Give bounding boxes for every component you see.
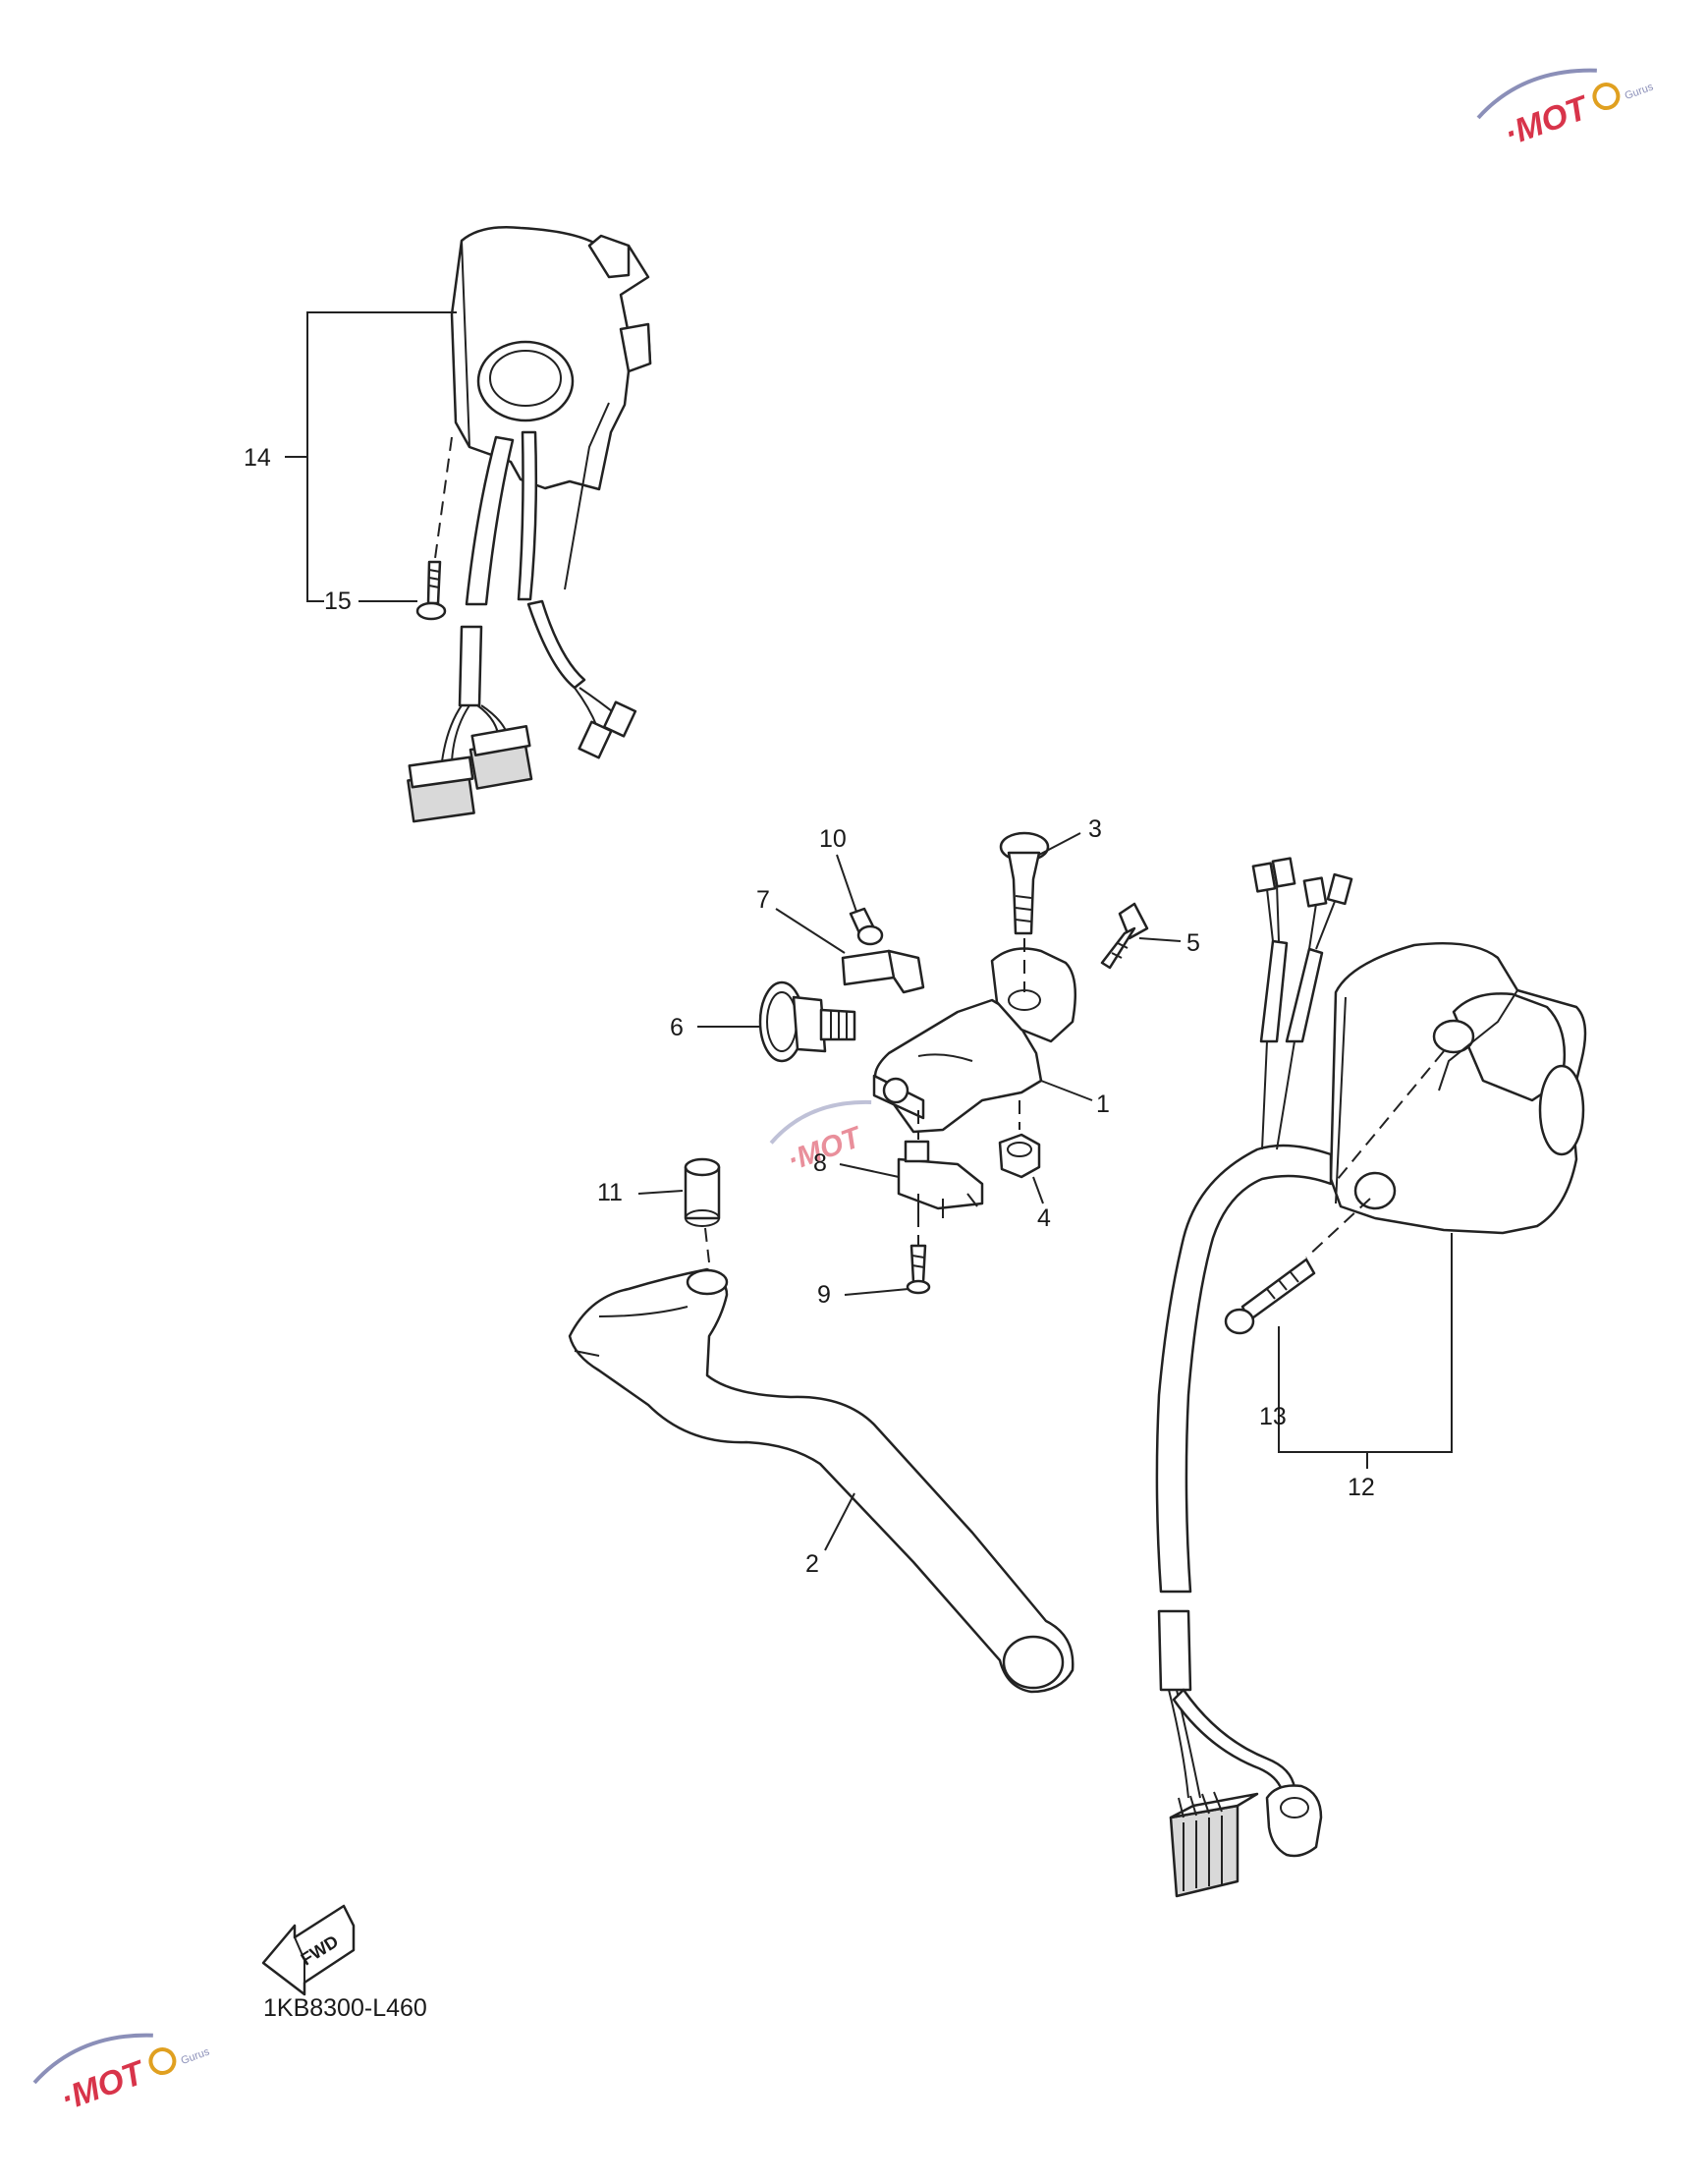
- right-handlebar-switch: [1155, 857, 1587, 1898]
- svg-text:Gurus: Gurus: [180, 2045, 212, 2067]
- bracket-7: [841, 949, 925, 994]
- lever-2: [568, 1267, 1074, 1694]
- callout-1: 1: [1096, 1091, 1110, 1118]
- callout-5: 5: [1186, 929, 1200, 957]
- screw-10: [849, 907, 884, 946]
- bolt-3: [999, 831, 1050, 992]
- callout-9: 9: [817, 1281, 831, 1309]
- callout-11: 11: [597, 1179, 623, 1206]
- callout-13: 13: [1259, 1403, 1287, 1430]
- fwd-arrow-icon: FWD: [261, 1904, 356, 1996]
- lever-holder-1: [872, 947, 1077, 1134]
- screw-13: [1224, 1258, 1316, 1335]
- svg-text:Gurus: Gurus: [1624, 81, 1656, 102]
- callout-3: 3: [1088, 815, 1102, 843]
- diagram-code: 1KB8300-L460: [263, 1994, 427, 2022]
- screw-9: [906, 1244, 931, 1295]
- watermark-logo-top: ·MOT Gurus: [1476, 68, 1656, 154]
- callout-7: 7: [756, 886, 770, 914]
- collar-11: [684, 1157, 721, 1263]
- callout-14: 14: [244, 444, 271, 472]
- callout-8: 8: [813, 1149, 827, 1177]
- bolt-5: [1100, 902, 1149, 970]
- callout-12: 12: [1348, 1474, 1375, 1501]
- left-handlebar-switch: [407, 226, 652, 823]
- svg-text:·MOT: ·MOT: [56, 2053, 152, 2119]
- nut-4: [998, 1100, 1041, 1179]
- screw-15: [415, 560, 447, 621]
- callout-15: 15: [324, 587, 352, 615]
- watermark-logo-bottom: ·MOT Gurus: [32, 2033, 212, 2119]
- svg-text:·MOT: ·MOT: [1500, 88, 1596, 154]
- switch-8: [897, 1110, 984, 1246]
- callout-6: 6: [670, 1014, 684, 1041]
- callout-10: 10: [819, 825, 847, 853]
- callout-2: 2: [805, 1550, 819, 1578]
- adjuster-6: [758, 980, 856, 1063]
- callout-4: 4: [1037, 1204, 1051, 1232]
